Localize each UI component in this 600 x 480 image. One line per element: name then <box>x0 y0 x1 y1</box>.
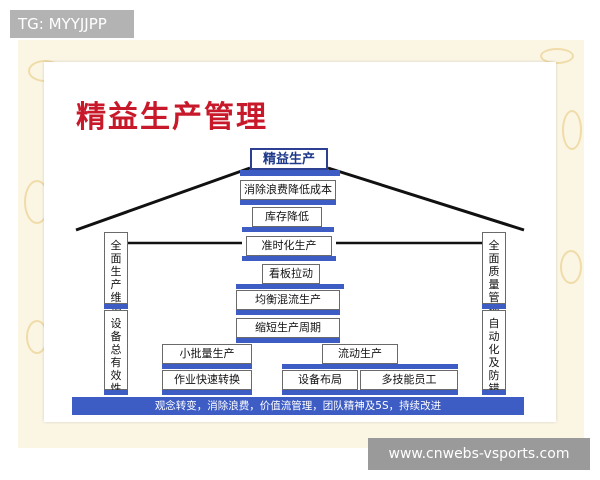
tier-bar <box>162 364 252 369</box>
right-practice-box: 流动生产 <box>322 344 398 364</box>
diagram-title: 精益生产管理 <box>76 100 268 135</box>
foundation-bar: 观念转变，消除浪费，价值流管理，团队精神及5S，持续改进 <box>72 397 524 415</box>
tier-bar <box>282 364 458 369</box>
tier-box: 均衡混流生产 <box>236 290 340 310</box>
right-pillar-bottom: 自动化及防错 <box>482 310 506 395</box>
left-practice-box: 小批量生产 <box>162 344 252 364</box>
tier-box: 准时化生产 <box>246 236 332 256</box>
decorative-squiggle <box>562 110 582 150</box>
decorative-squiggle <box>540 48 574 64</box>
tier-bar <box>240 200 336 205</box>
site-url-label: www.cnwebs-vsports.com <box>368 438 590 470</box>
tier-bar <box>242 256 336 261</box>
pillar-bar <box>482 390 506 395</box>
right-pillar-top: 全面质量管理 <box>482 232 506 317</box>
tier-bar <box>236 284 344 289</box>
bottom-box-quick-changeover: 作业快速转换 <box>162 370 252 390</box>
bottom-box-layout: 设备布局 <box>282 370 358 390</box>
tier-box: 缩短生产周期 <box>236 318 340 338</box>
tier-bar <box>240 170 340 176</box>
tier-bar <box>236 310 340 315</box>
bottom-box-multiskill: 多技能员工 <box>360 370 458 390</box>
left-pillar-top: 全面生产维护 <box>104 232 128 317</box>
watermark-tag: TG: MYYJJPP <box>10 10 134 38</box>
tier-bar <box>236 338 340 343</box>
left-pillar-bottom: 设备总有效性 <box>104 310 128 395</box>
tier-bar <box>242 227 334 232</box>
tier-box: 消除浪费降低成本 <box>240 180 336 200</box>
pillar-bar <box>104 390 128 395</box>
top-box: 精益生产 <box>250 148 328 170</box>
left-pillar-bottom-label: 设备总有效性 <box>110 317 122 395</box>
tier-box: 库存降低 <box>252 207 322 227</box>
right-pillar-bottom-label: 自动化及防错 <box>488 317 500 395</box>
tier-bar <box>282 390 458 395</box>
decorative-squiggle <box>560 250 582 284</box>
tier-box: 看板拉动 <box>262 264 320 284</box>
tier-bar <box>162 390 252 395</box>
pillar-bar <box>482 304 506 309</box>
pillar-bar <box>104 304 128 309</box>
